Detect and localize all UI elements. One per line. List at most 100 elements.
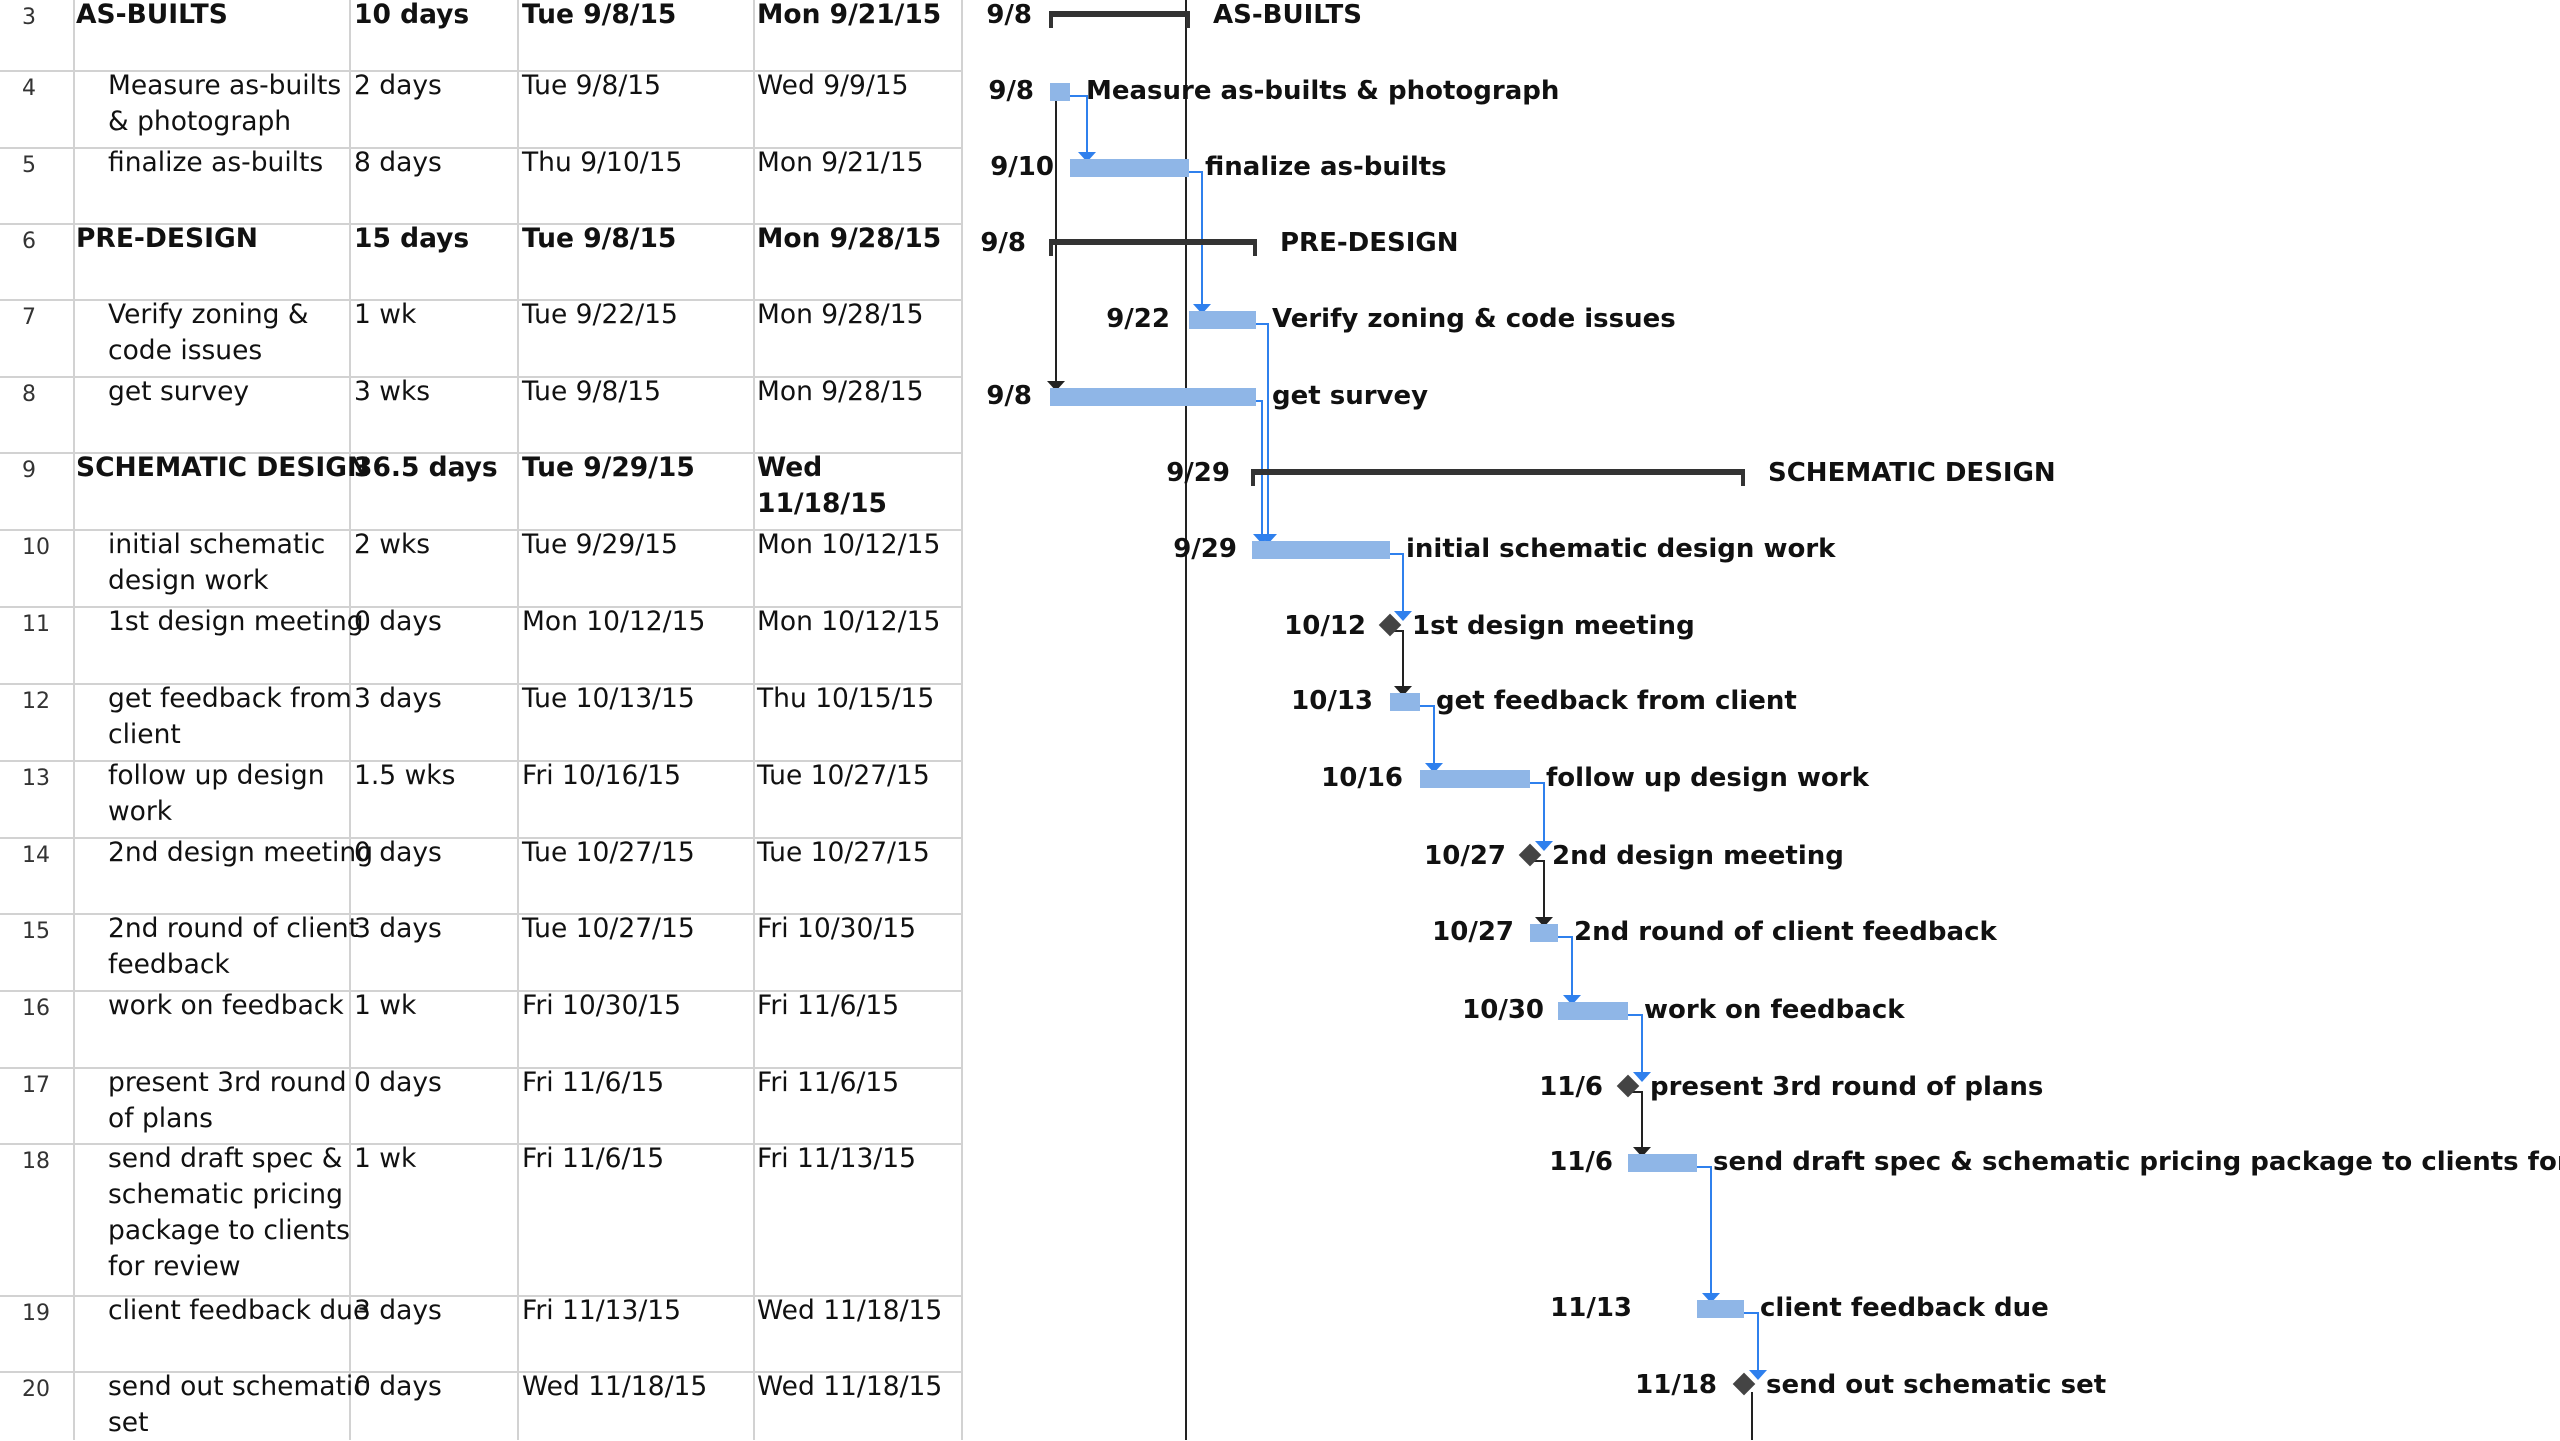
bar-task-name-label: PRE-DESIGN	[1280, 228, 1458, 258]
duration-cell: 1 wk	[354, 990, 417, 1021]
row-divider	[0, 529, 963, 531]
task-bar	[1189, 311, 1256, 329]
start-cell: Thu 9/10/15	[522, 147, 683, 178]
dependency-link	[1628, 1014, 1643, 1074]
bar-task-name-label: client feedback due	[1760, 1293, 2049, 1323]
task-name-cell: PRE-DESIGN	[76, 223, 258, 254]
bar-task-name-label: AS-BUILTS	[1213, 0, 1362, 30]
dependency-link	[1070, 95, 1088, 154]
bar-task-name-label: get feedback from client	[1436, 686, 1797, 716]
task-name-cell: initial schematic design work	[108, 529, 326, 596]
row-divider	[0, 299, 963, 301]
bar-task-name-label: Verify zoning & code issues	[1272, 304, 1676, 334]
row-number: 16	[22, 996, 50, 1021]
bar-start-date-label: 9/29	[1166, 458, 1230, 488]
task-name-cell: 2nd round of client feedback	[108, 913, 360, 980]
link-arrow-icon	[1394, 686, 1412, 696]
finish-cell: Mon 9/21/15	[757, 147, 924, 178]
row-divider	[0, 683, 963, 685]
duration-cell: 1 wk	[354, 299, 417, 330]
duration-cell: 2 days	[354, 70, 442, 101]
row-number: 4	[22, 76, 36, 101]
row-divider	[0, 452, 963, 454]
dependency-link	[1558, 936, 1573, 997]
finish-cell: Wed 9/9/15	[757, 70, 909, 101]
link-arrow-icon	[1394, 611, 1412, 621]
bar-task-name-label: 2nd design meeting	[1552, 841, 1844, 871]
duration-cell: 3 days	[354, 913, 442, 944]
task-name-cell: Verify zoning & code issues	[108, 299, 309, 366]
bar-start-date-label: 11/18	[1635, 1370, 1717, 1400]
bar-start-date-label: 9/29	[1173, 534, 1237, 564]
finish-cell: Fri 11/13/15	[757, 1143, 917, 1174]
finish-cell: Fri 10/30/15	[757, 913, 917, 944]
row-divider	[0, 223, 963, 225]
row-divider	[0, 1067, 963, 1069]
bar-task-name-label: work on feedback	[1644, 995, 1905, 1025]
finish-cell: Tue 10/27/15	[757, 760, 930, 791]
row-number: 13	[22, 766, 50, 791]
link-arrow-icon	[1193, 304, 1211, 314]
bar-start-date-label: 9/8	[986, 0, 1032, 30]
row-number: 12	[22, 689, 50, 714]
duration-cell: 3 days	[354, 1295, 442, 1326]
column-divider	[349, 0, 351, 1440]
link-arrow-icon	[1702, 1293, 1720, 1303]
bar-start-date-label: 11/6	[1539, 1072, 1603, 1102]
finish-cell: Wed 11/18/15	[757, 1295, 943, 1326]
task-name-cell: client feedback due	[108, 1295, 370, 1326]
task-bar	[1390, 693, 1420, 711]
row-number: 8	[22, 382, 36, 407]
duration-cell: 0 days	[354, 1371, 442, 1402]
dependency-link	[1530, 782, 1545, 843]
finish-cell: Fri 11/6/15	[757, 990, 900, 1021]
task-name-cell: follow up design work	[108, 760, 325, 827]
row-divider	[0, 913, 963, 915]
duration-cell: 2 wks	[354, 529, 431, 560]
duration-cell: 0 days	[354, 606, 442, 637]
finish-cell: Mon 9/21/15	[757, 0, 942, 30]
start-cell: Fri 10/16/15	[522, 760, 682, 791]
row-number: 9	[22, 458, 36, 483]
task-bar	[1070, 159, 1189, 177]
duration-cell: 8 days	[354, 147, 442, 178]
bar-task-name-label: send out schematic set	[1766, 1370, 2106, 1400]
finish-cell: Tue 10/27/15	[757, 837, 930, 868]
milestone-diamond-icon	[1732, 1372, 1756, 1396]
start-cell: Tue 9/29/15	[522, 529, 678, 560]
bar-task-name-label: present 3rd round of plans	[1650, 1072, 2043, 1102]
row-divider	[0, 376, 963, 378]
milestone-diamond-icon	[1518, 843, 1542, 867]
bar-start-date-label: 9/8	[980, 228, 1026, 258]
bar-start-date-label: 9/8	[986, 381, 1032, 411]
start-cell: Tue 10/13/15	[522, 683, 695, 714]
dependency-link	[1256, 400, 1263, 536]
task-name-cell: work on feedback	[108, 990, 344, 1021]
task-bar	[1697, 1300, 1744, 1318]
start-cell: Fri 11/6/15	[522, 1143, 665, 1174]
milestone-diamond-icon	[1616, 1074, 1640, 1098]
task-name-cell: Measure as-builts & photograph	[108, 70, 342, 137]
duration-cell: 15 days	[354, 223, 470, 254]
bar-task-name-label: follow up design work	[1546, 763, 1870, 793]
row-number: 18	[22, 1149, 50, 1174]
